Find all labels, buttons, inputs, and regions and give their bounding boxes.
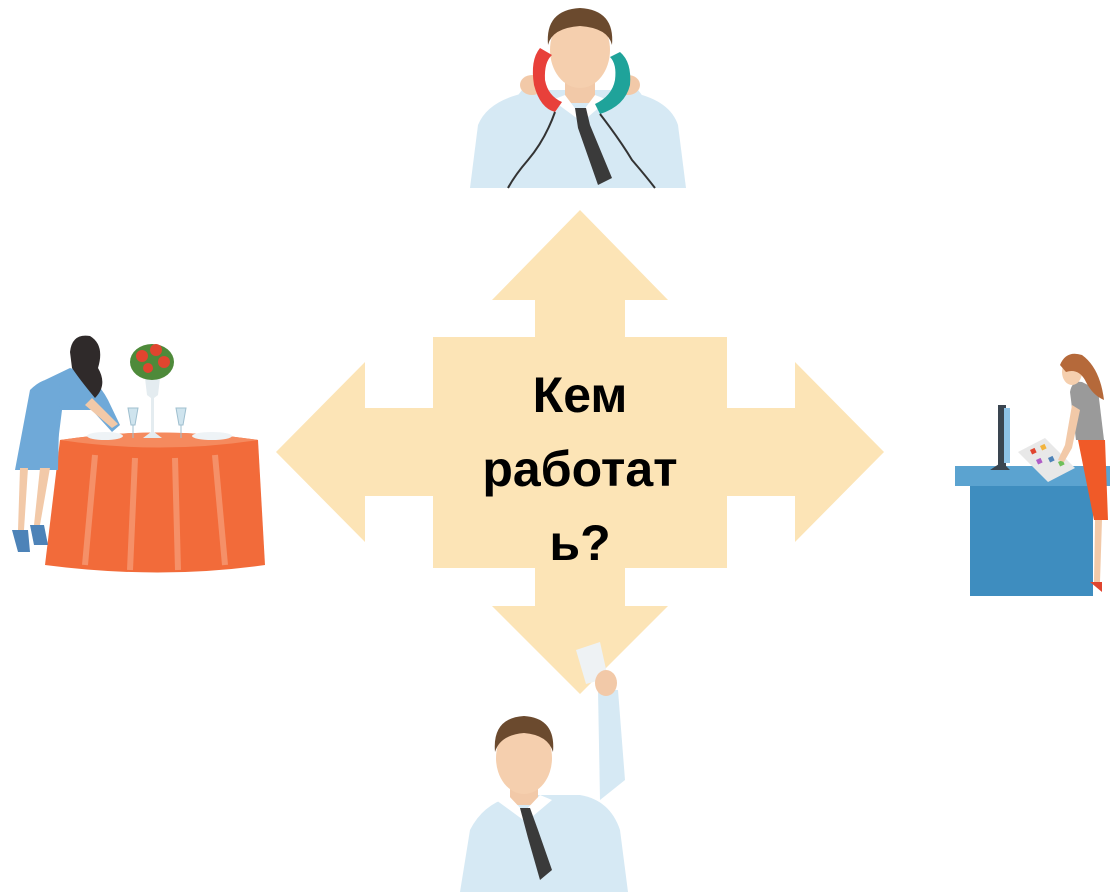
center-question-line-2: работат	[482, 441, 678, 497]
center-question-line-1: Кем	[532, 367, 628, 423]
center-question-line-3: ь?	[549, 515, 611, 571]
center-question: Кем работат ь?	[440, 358, 720, 580]
four-way-arrow-shape	[276, 210, 884, 694]
